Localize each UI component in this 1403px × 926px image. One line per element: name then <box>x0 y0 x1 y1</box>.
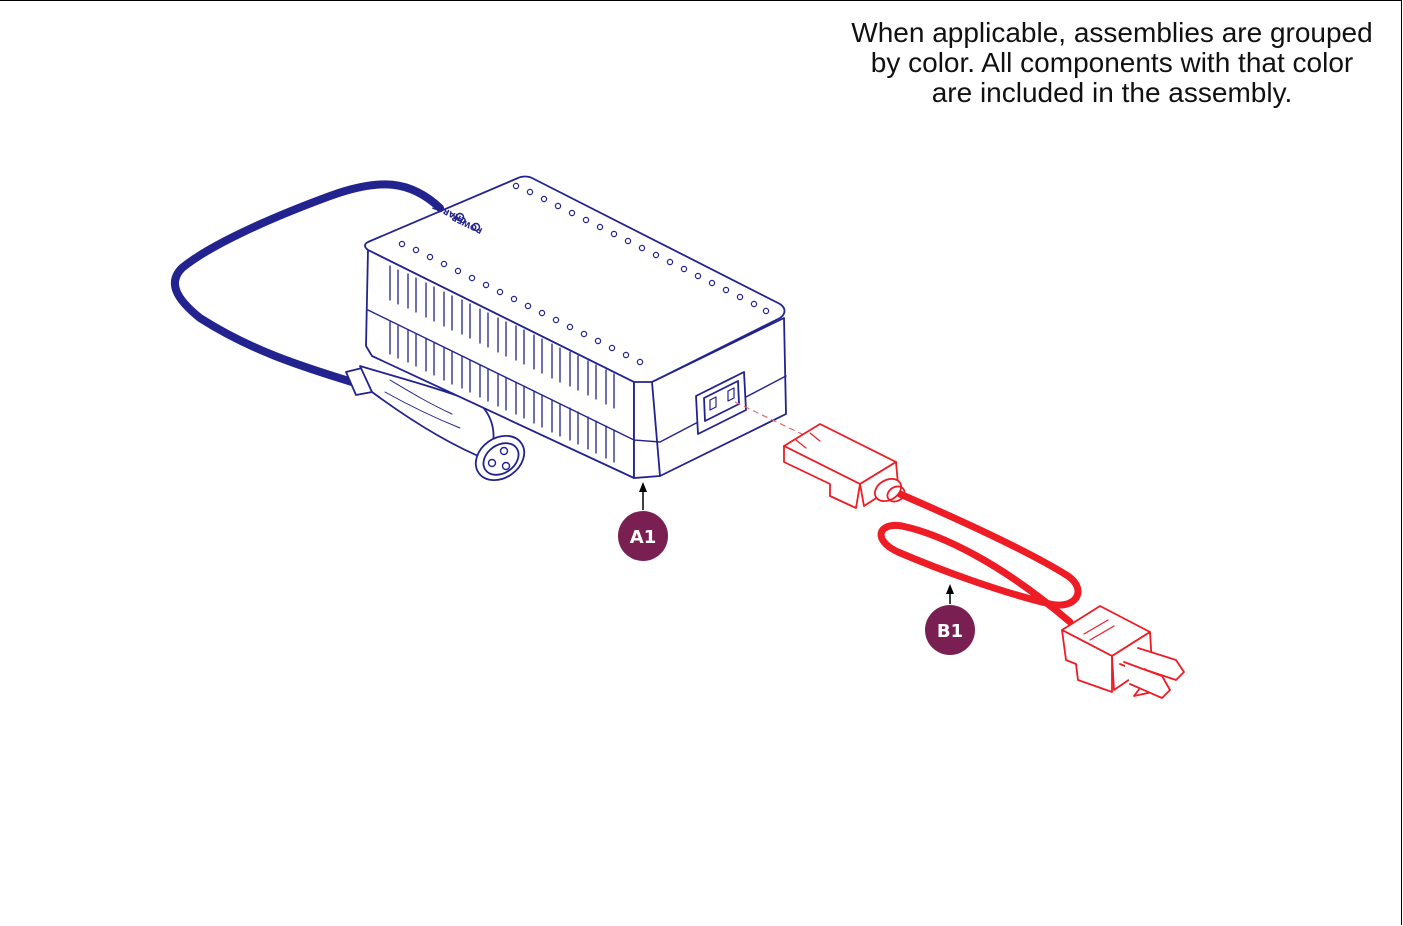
power-led <box>471 222 481 232</box>
callout-a1-label: A1 <box>630 527 656 548</box>
charger-led-indicators <box>455 212 481 232</box>
charger-output-cable <box>170 180 444 386</box>
charge-led <box>455 212 465 222</box>
alignment-line <box>734 401 807 437</box>
charger-body <box>364 175 787 479</box>
assembly-color-note: When applicable, assemblies are grouped … <box>812 18 1403 108</box>
ac-plug <box>1061 605 1185 699</box>
ac-cord-assembly <box>783 423 1185 699</box>
charger-assembly <box>170 175 787 482</box>
charger-vents-lower <box>389 321 615 463</box>
charger-top-dots <box>398 182 770 366</box>
note-line-2: by color. All components with that color <box>870 47 1354 78</box>
ac-cord-cable <box>877 490 1082 626</box>
iec-connector <box>783 423 906 509</box>
callout-b1: B1 <box>925 584 975 655</box>
callout-a1: A1 <box>618 482 668 561</box>
charger-vents-upper <box>389 265 615 409</box>
note-line-3: are included in the assembly. <box>931 77 1293 108</box>
callout-b1-label: B1 <box>937 621 963 642</box>
xlr-connector <box>345 365 526 482</box>
note-line-1: When applicable, assemblies are grouped <box>851 17 1373 48</box>
